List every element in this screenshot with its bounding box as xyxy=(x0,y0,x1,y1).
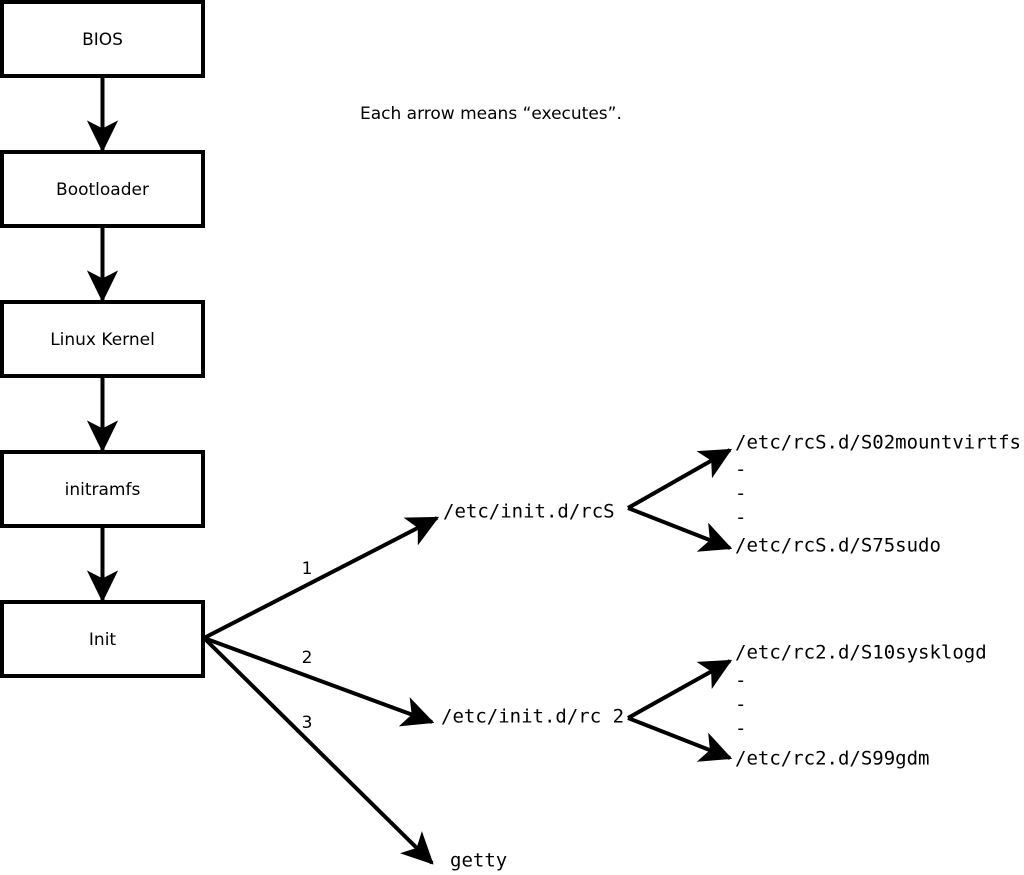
init-branch-1: 1 /etc/init.d/rcS xyxy=(203,501,615,640)
arrow-rcs-to-last-script xyxy=(627,506,733,552)
branch-number-3: 3 xyxy=(302,713,313,733)
label-getty: getty xyxy=(450,850,507,872)
box-label-bootloader: Bootloader xyxy=(56,180,149,200)
box-initramfs[interactable]: initramfs xyxy=(0,450,205,528)
rcS-scripts-group: /etc/rcS.d/S02mountvirtfs /etc/rcS.d/S75… xyxy=(627,432,1021,557)
init-branch-2: 2 /etc/init.d/rc 2 xyxy=(203,636,624,728)
ellipsis-dash-rcS-2: - xyxy=(735,483,746,505)
arrow-init-to-rc2 xyxy=(203,636,435,727)
branch-number-1: 1 xyxy=(302,559,313,579)
rc2-scripts-group: /etc/rc2.d/S10sysklogd /etc/rc2.d/S99gdm… xyxy=(627,642,987,770)
script-groups: /etc/rcS.d/S02mountvirtfs /etc/rcS.d/S75… xyxy=(627,432,1021,770)
arrow-rc2-to-first-script xyxy=(627,659,733,720)
ellipsis-dash-rc2-1: - xyxy=(735,670,746,692)
box-label-linux-kernel: Linux Kernel xyxy=(50,330,155,350)
label-rcS-d-S02mountvirtfs: /etc/rcS.d/S02mountvirtfs xyxy=(735,432,1021,454)
label-rc2-d-S99gdm: /etc/rc2.d/S99gdm xyxy=(735,748,929,770)
ellipsis-dash-rcS-1: - xyxy=(735,459,746,481)
box-label-initramfs: initramfs xyxy=(65,480,141,500)
branch-number-2: 2 xyxy=(302,648,313,668)
box-bootloader[interactable]: Bootloader xyxy=(0,150,205,228)
box-linux-kernel[interactable]: Linux Kernel xyxy=(0,300,205,378)
box-init[interactable]: Init xyxy=(0,600,205,678)
arrow-init-to-rcs xyxy=(203,516,440,640)
ellipsis-dash-rc2-2: - xyxy=(735,694,746,716)
ellipsis-dash-rc2-3: - xyxy=(735,718,746,740)
arrow-rcs-to-first-script xyxy=(627,448,733,510)
init-branches-group: 1 /etc/init.d/rcS 2 /etc/init.d/rc 2 3 g… xyxy=(202,501,624,872)
box-bios[interactable]: BIOS xyxy=(0,0,205,78)
label-rc2-d-S10sysklogd: /etc/rc2.d/S10sysklogd xyxy=(735,642,987,664)
label-rcS-d-S75sudo: /etc/rcS.d/S75sudo xyxy=(735,535,941,557)
boot-chain-group: BIOS Bootloader Linux Kernel initramfs I… xyxy=(0,0,205,678)
ellipsis-dash-rcS-3: - xyxy=(735,507,746,529)
label-etc-init-d-rcS: /etc/init.d/rcS xyxy=(443,501,615,523)
box-label-bios: BIOS xyxy=(82,30,123,50)
box-label-init: Init xyxy=(89,630,117,650)
label-etc-init-d-rc-2: /etc/init.d/rc 2 xyxy=(441,706,624,728)
init-branch-3: 3 getty xyxy=(202,636,507,872)
caption-each-arrow-executes: Each arrow means “executes”. xyxy=(360,104,622,124)
arrow-init-to-getty xyxy=(202,636,434,865)
arrow-rc2-to-last-script xyxy=(627,716,733,762)
